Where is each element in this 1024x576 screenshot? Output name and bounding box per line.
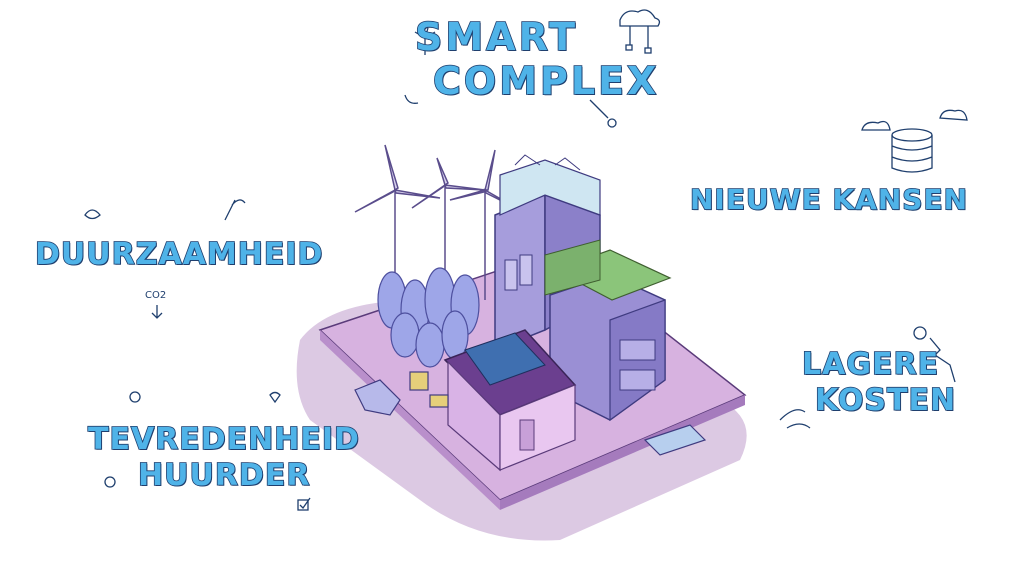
label-lagere-kosten: LAGERE KOSTEN (785, 347, 957, 418)
title-line-2: COMPLEX (432, 59, 660, 103)
label-tevredenheid-huurder: TEVREDENHEID HUURDER (87, 422, 360, 493)
lagere-line-2: KOSTEN (814, 383, 957, 418)
cars (354, 371, 707, 456)
page-title: SMART COMPLEX (414, 15, 660, 103)
doodles (84, 9, 968, 511)
trees (377, 267, 480, 368)
label-duurzaamheid: DUURZAAMHEID (34, 237, 324, 272)
green-building (544, 239, 672, 422)
tevreden-line-1: TEVREDENHEID (87, 422, 360, 457)
house (443, 329, 577, 472)
title-line-1: SMART (414, 15, 579, 59)
tevreden-line-2: HUURDER (137, 458, 311, 493)
base-plate-edge (320, 330, 500, 510)
co2-annotation: CO2 (145, 290, 167, 301)
label-nieuwe-kansen: NIEUWE KANSEN (689, 183, 969, 216)
lagere-line-1: LAGERE (801, 347, 940, 382)
